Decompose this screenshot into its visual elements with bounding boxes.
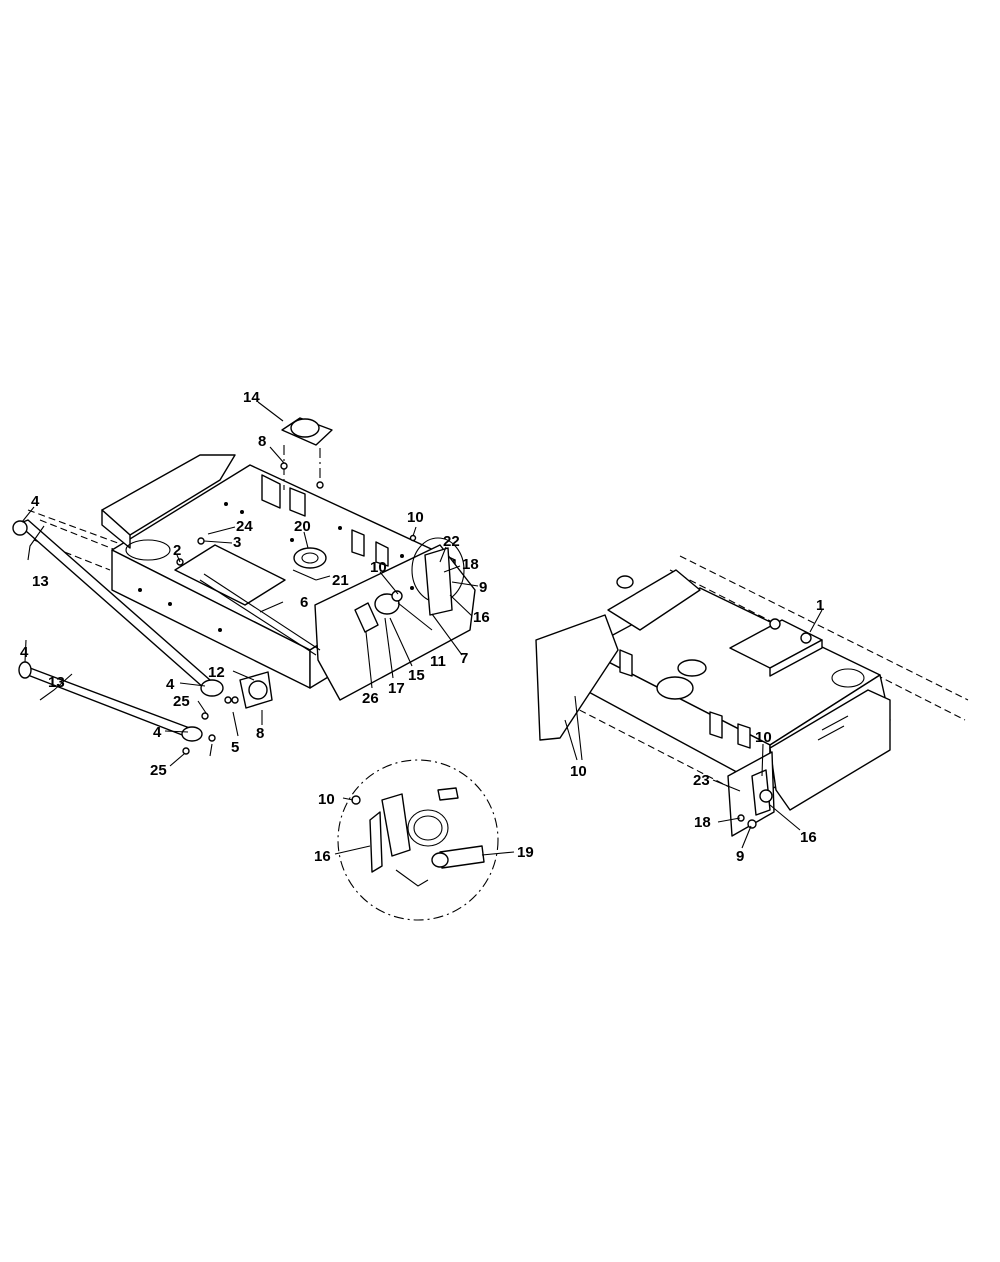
right-assembly: [535, 555, 969, 837]
callout-17: 17: [388, 680, 405, 697]
grommet: [293, 547, 327, 569]
leader-lines: [21, 401, 823, 856]
left-assembly: [12, 417, 476, 755]
callout-4-upper: 4: [31, 493, 40, 510]
callout-6: 6: [300, 594, 308, 611]
callout-20: 20: [294, 518, 311, 535]
callout-21: 21: [332, 572, 349, 589]
callout-4-mid: 4: [166, 676, 175, 693]
callout-16-detail: 16: [314, 848, 331, 865]
callout-1: 1: [816, 597, 824, 614]
battery-tray: [174, 544, 286, 606]
callout-10-detail: 10: [318, 791, 335, 808]
callout-8-upper: 8: [258, 433, 266, 450]
callout-26: 26: [362, 690, 379, 707]
callout-12: 12: [208, 664, 225, 681]
callout-22: 22: [443, 533, 460, 550]
callout-8-lower: 8: [256, 725, 264, 742]
callout-4-lower: 4: [153, 724, 162, 741]
callout-11: 11: [430, 653, 446, 670]
callout-23: 23: [693, 772, 710, 789]
callout-13-lower: 13: [48, 674, 65, 691]
callout-5: 5: [231, 739, 239, 756]
callout-24: 24: [236, 518, 253, 535]
callout-2: 2: [173, 542, 181, 559]
callout-9-left: 9: [479, 579, 487, 596]
callout-10-right-rear: 10: [755, 729, 772, 746]
callout-10-right-front: 10: [570, 763, 587, 780]
callout-3: 3: [233, 534, 241, 551]
callout-18-left: 18: [462, 556, 479, 573]
callout-13-upper: 13: [32, 573, 49, 590]
callout-labels: 14 8 4 24 3 2 20 13 21 6 10 22 10 18 9 1…: [20, 389, 824, 865]
callout-16-left: 16: [473, 609, 490, 626]
callout-9-right: 9: [736, 848, 744, 865]
callout-10-upper: 10: [407, 509, 424, 526]
callout-25-lower: 25: [150, 762, 167, 779]
callout-4-mid-left: 4: [20, 644, 29, 661]
callout-10-mid: 10: [370, 559, 387, 576]
callout-7: 7: [460, 650, 468, 667]
callout-25-upper: 25: [173, 693, 190, 710]
callout-14: 14: [243, 389, 260, 406]
callout-19: 19: [517, 844, 534, 861]
detail-view: [337, 759, 499, 921]
callout-15: 15: [408, 667, 425, 684]
callout-16-right: 16: [800, 829, 817, 846]
callout-18-right: 18: [694, 814, 711, 831]
